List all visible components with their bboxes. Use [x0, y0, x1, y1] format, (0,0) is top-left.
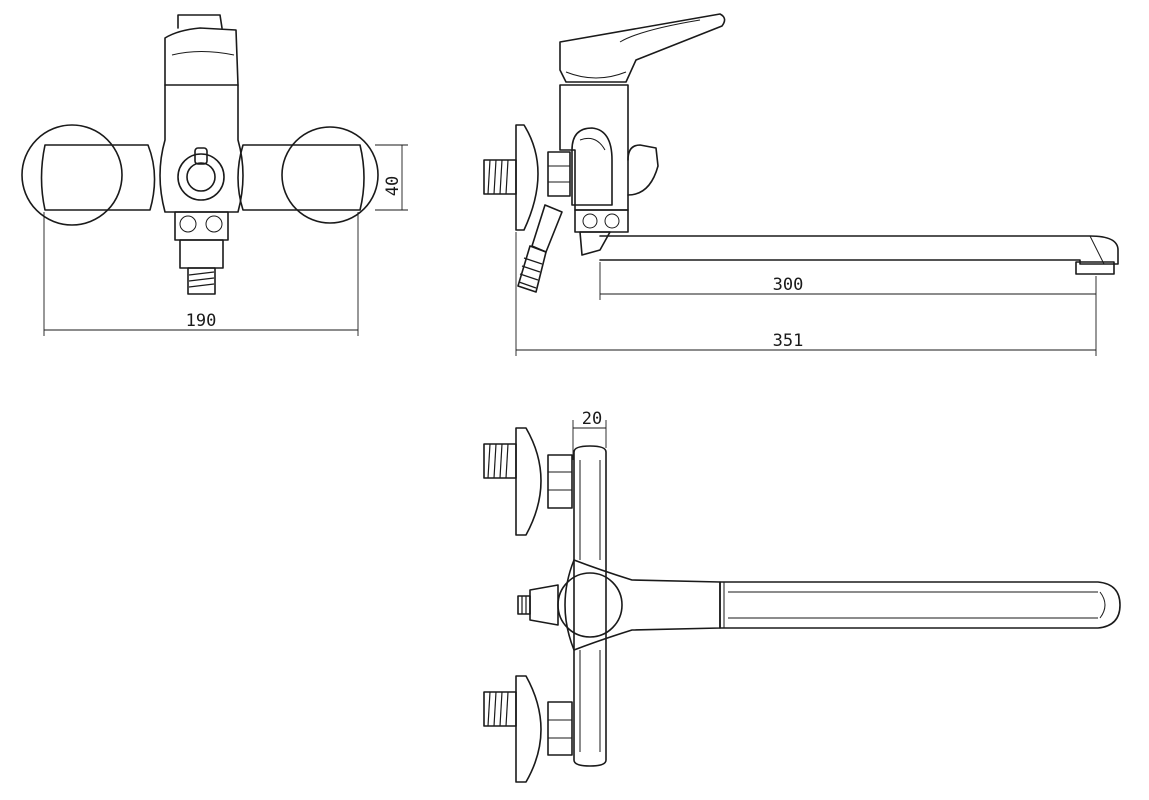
side-outlet [574, 209, 629, 233]
front-handle [164, 27, 239, 86]
dim-overall-length: 351 [773, 331, 804, 351]
front-left-flange [21, 124, 123, 226]
front-outlet [174, 211, 229, 241]
side-nut [547, 151, 571, 197]
top-lower-nut [547, 701, 573, 756]
front-handle-cap [177, 14, 223, 29]
dim-body-offset: 20 [582, 409, 602, 429]
side-hose [531, 204, 563, 253]
top-upper-flange [515, 427, 542, 536]
top-spout [719, 581, 1121, 629]
top-hub-circle [557, 572, 623, 638]
front-right-flange [281, 126, 379, 224]
dim-front-width: 190 [186, 311, 217, 331]
dim-spout-length: 300 [773, 275, 804, 295]
side-handle [559, 13, 726, 83]
top-view: 20 [483, 409, 1121, 783]
side-view: 300 351 [483, 13, 1119, 356]
front-diverter-inner [186, 162, 216, 192]
dim-front-height: 40 [383, 176, 403, 196]
side-flange [515, 124, 539, 231]
top-lower-flange [515, 675, 542, 783]
top-upper-nut [547, 454, 573, 509]
front-diverter-pin [194, 147, 208, 165]
side-spout [599, 235, 1119, 265]
side-lever [627, 144, 659, 196]
front-body [159, 84, 244, 213]
front-left-arm [40, 144, 156, 211]
top-outlet [529, 584, 559, 626]
front-right-arm [237, 144, 365, 211]
side-diverter [571, 127, 613, 206]
top-body-bar [573, 445, 607, 767]
front-view: 40 190 [21, 14, 408, 336]
top-hub [564, 559, 721, 651]
front-diverter-outer [177, 153, 225, 201]
